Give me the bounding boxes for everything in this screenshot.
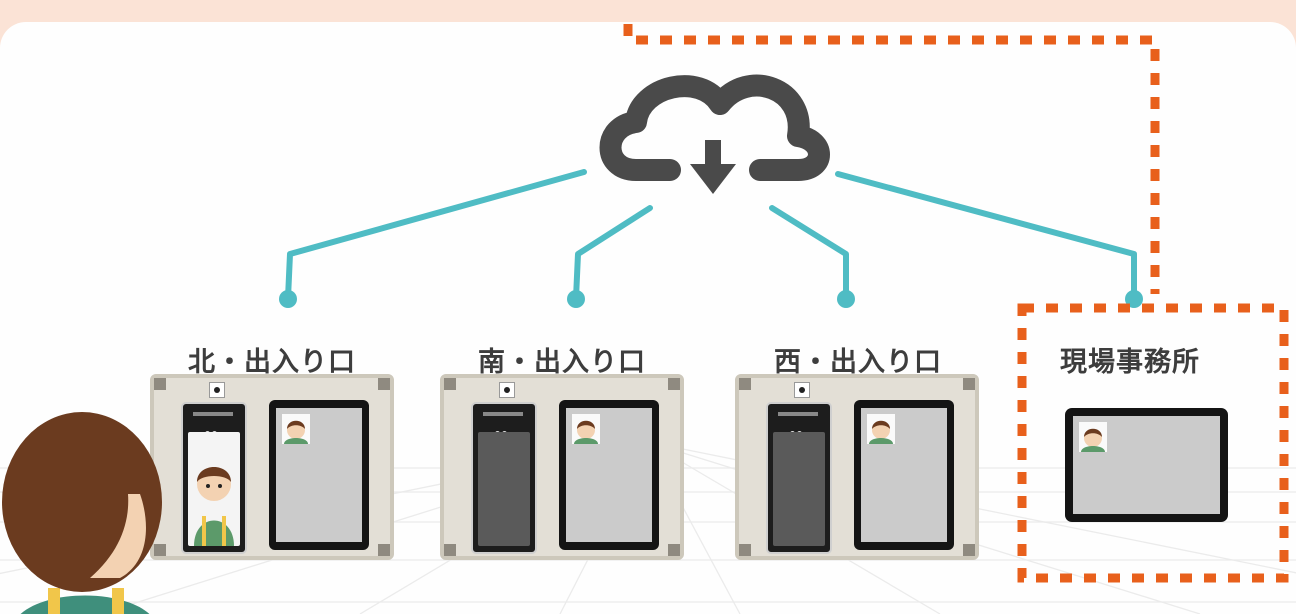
connector-north: [285, 169, 587, 301]
location-label-west: 西・出入り口: [774, 347, 942, 378]
display-tablet: [269, 400, 369, 550]
cloud-download-icon: [599, 74, 830, 181]
office-display-tablet: [1065, 408, 1228, 522]
face-avatar-icon: [282, 414, 310, 444]
connector-office: [835, 171, 1137, 301]
connector-west: [769, 205, 849, 301]
connector-south: [573, 205, 653, 301]
face-avatar-icon: [194, 467, 234, 546]
gate-panel-west: [735, 374, 979, 560]
camera-icon: [499, 382, 515, 398]
face-avatar-icon: [572, 414, 600, 444]
face-recognition-terminal: [766, 402, 832, 554]
face-recognition-terminal: [471, 402, 537, 554]
gate-panel-north: [150, 374, 394, 560]
face-avatar-icon: [867, 414, 895, 444]
face-avatar-icon: [1079, 422, 1107, 452]
highlight-dashed-border: [623, 22, 1289, 583]
network-connectors: [279, 22, 1289, 583]
gate-panel-south: [440, 374, 684, 560]
node-south: [567, 290, 585, 308]
display-tablet: [854, 400, 954, 550]
node-north: [279, 290, 297, 308]
camera-icon: [209, 382, 225, 398]
worker-icon: [2, 412, 162, 614]
location-label-south: 南・出入り口: [478, 347, 646, 378]
location-label-north: 北・出入り口: [188, 347, 356, 378]
display-tablet: [559, 400, 659, 550]
face-recognition-terminal: [181, 402, 247, 554]
camera-icon: [794, 382, 810, 398]
location-label-office: 現場事務所: [1060, 347, 1200, 378]
node-west: [837, 290, 855, 308]
diagram-canvas: 北・出入り口 南・出入り口 西・出入り口 現場事務所: [0, 22, 1296, 614]
